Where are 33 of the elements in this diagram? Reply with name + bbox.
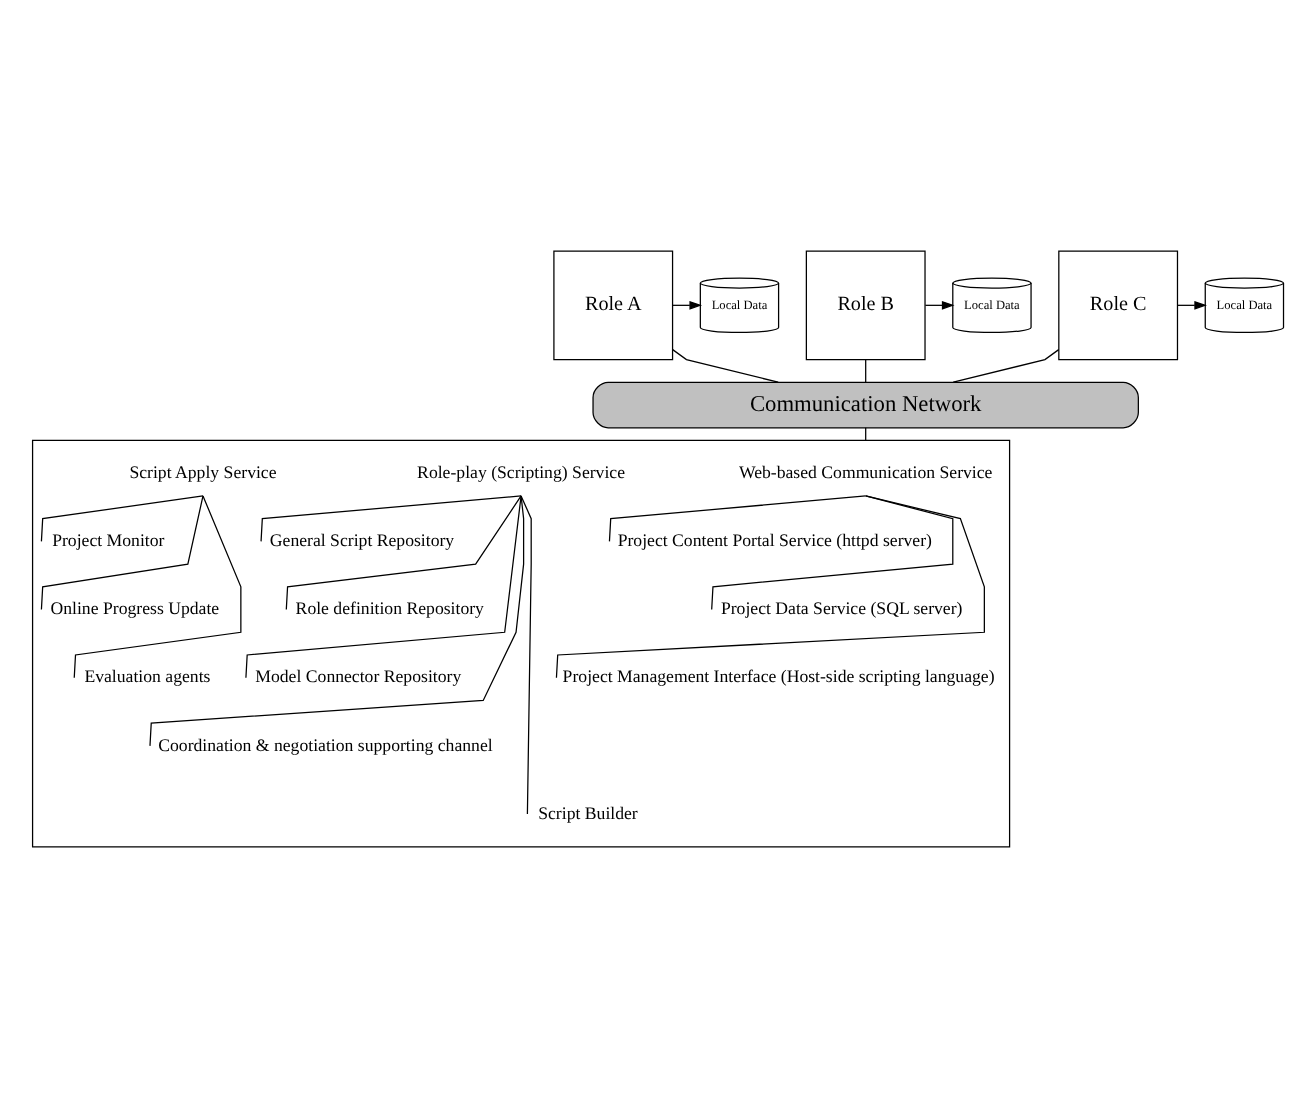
connector [672, 349, 779, 383]
node-text: Role-play (Scripting) Service [417, 461, 626, 482]
connector [149, 495, 525, 747]
cluster [31, 439, 1011, 848]
node-text: Coordination & negotiation supporting channel [158, 734, 493, 755]
node-text: General Script Repository [269, 530, 455, 551]
connector [520, 495, 532, 815]
node-text: Project Content Portal Service (httpd server) [617, 530, 932, 551]
connector [40, 495, 204, 542]
connector [608, 495, 867, 542]
node-text: Project Data Service (SQL server) [720, 598, 963, 619]
connector [865, 359, 867, 383]
node-text: Project Monitor [52, 530, 165, 551]
node-text: Model Connector Repository [255, 666, 462, 687]
node-text: Project Management Interface (Host-side scripting language) [562, 666, 995, 687]
node-text: Script Builder [538, 802, 638, 823]
connector [245, 495, 522, 679]
node-text: Web-based Communication Service [738, 461, 993, 482]
node-text: Online Progress Update [50, 598, 220, 619]
node-text: Script Apply Service [129, 461, 277, 482]
node-box: Role C [1058, 250, 1179, 361]
connector [711, 495, 954, 611]
connector [40, 495, 204, 611]
node-box: Communication Network [592, 381, 1139, 429]
node-box: Role B [805, 250, 926, 361]
connector [73, 495, 242, 679]
connector [285, 495, 522, 611]
connector [952, 349, 1060, 383]
connector [260, 495, 522, 542]
node-text: Evaluation agents [84, 666, 211, 687]
connector [555, 495, 985, 679]
node-text: Role definition Repository [295, 598, 484, 619]
node-box: Role A [553, 250, 674, 361]
